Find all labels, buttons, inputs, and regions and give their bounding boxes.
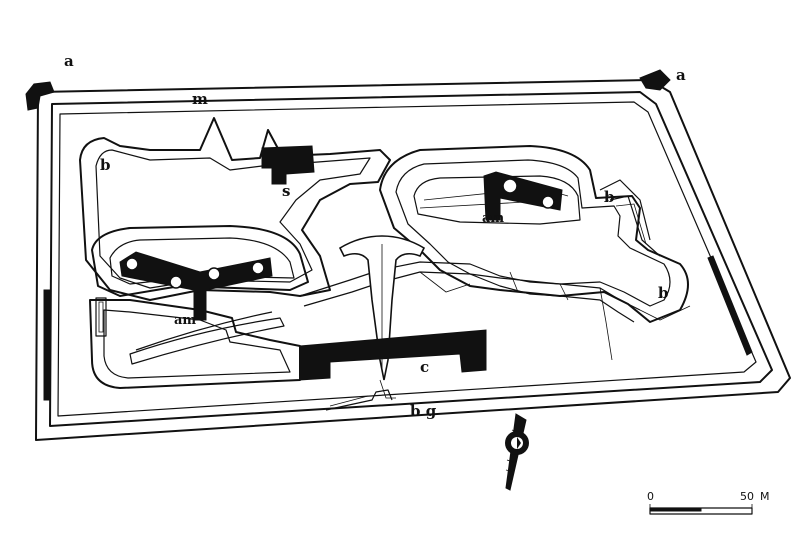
label-central-building: c — [420, 358, 429, 376]
label-gate: b g — [410, 402, 437, 420]
scale-unit: M — [760, 490, 770, 503]
scale-start: 0 — [647, 490, 654, 503]
central-building — [299, 329, 487, 381]
corner-tower-ne — [639, 69, 671, 91]
label-bastion-e: b — [658, 284, 669, 302]
inner-earthworks — [79, 117, 691, 389]
north-arrow-icon — [505, 413, 529, 491]
west-wall-solid — [43, 289, 51, 401]
corner-tower-nw — [25, 81, 55, 111]
label-corner-ne: a — [676, 66, 686, 84]
label-bastion-nw: b — [100, 156, 111, 174]
ammo-hall-east — [483, 171, 563, 221]
label-ammo-east: am — [482, 211, 504, 226]
scale-end: 50 — [740, 490, 754, 503]
scale-bar: 0 50 M — [647, 490, 770, 515]
label-bastion-ne: b — [604, 188, 615, 206]
ammo-hall-west — [119, 251, 273, 321]
label-outer-wall: m — [192, 90, 208, 108]
label-corner-nw: a — [64, 52, 74, 70]
label-structure-s: s — [282, 182, 290, 200]
gate — [325, 379, 396, 411]
structure-s — [261, 145, 315, 185]
outer-enclosure — [35, 79, 791, 441]
label-ammo-west: am — [174, 313, 196, 328]
east-wall-solid — [707, 255, 753, 356]
